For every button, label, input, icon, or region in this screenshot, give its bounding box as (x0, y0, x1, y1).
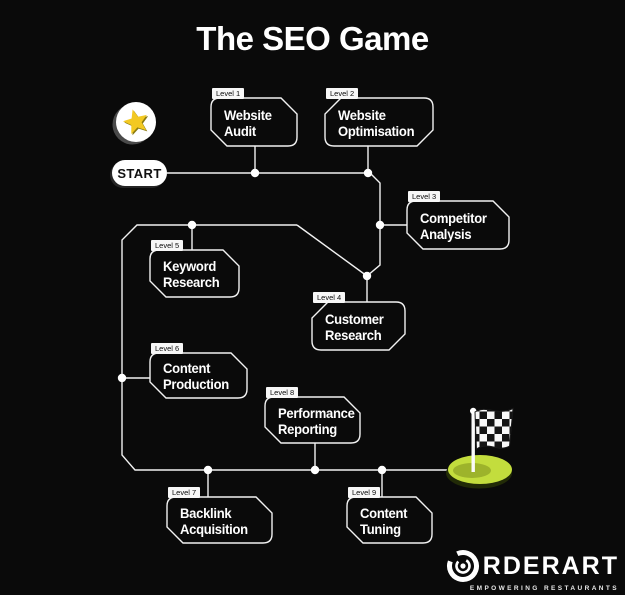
box-website-audit (210, 97, 298, 147)
box-website-optimisation (324, 97, 434, 147)
connector-left-loop (121, 224, 451, 471)
brand-tagline: EMPOWERING RESTAURANTS (469, 585, 619, 592)
level-node-7: Level 7 Backlink Acquisition (167, 487, 272, 543)
level-tab: Level 1 (212, 88, 245, 99)
level-tab: Level 9 (348, 487, 381, 498)
start-pill: START (112, 160, 167, 186)
checkered-flag-icon (446, 407, 514, 489)
orderart-logo: RDERART EMPOWERING RESTAURANTS (443, 549, 619, 592)
level-tab: Level 8 (266, 387, 299, 398)
level-title: Keyword Research (163, 258, 220, 290)
node-dot (310, 465, 320, 475)
level-node-4: Level 4 Customer Research (312, 292, 405, 350)
orderart-wordmark: RDERART (446, 549, 619, 583)
flag-pole (471, 412, 475, 472)
level-title: Customer Research (325, 310, 384, 343)
box-keyword-research (149, 249, 240, 298)
connector-trail (121, 146, 451, 497)
box-customer-research (311, 301, 406, 351)
node-dot (377, 465, 387, 475)
level-node-5: Level 5 Keyword Research (150, 240, 239, 297)
logo-inner-ring (454, 558, 471, 574)
level-node-9: Level 9 Content Tuning (347, 487, 432, 543)
level-tab: Level 7 (168, 487, 201, 498)
box-backlink-acquisition (166, 496, 273, 544)
level-tab: Level 4 (313, 292, 346, 303)
level-node-8: Level 8 Performance Reporting (265, 387, 360, 443)
orderart-target-icon (446, 550, 479, 582)
level-tab: Level 6 (151, 343, 184, 354)
logo-center-dot (460, 563, 466, 569)
star-coin-icon (108, 94, 164, 150)
box-content-production (149, 352, 248, 399)
level-title: Website Audit (224, 106, 272, 139)
level-title: Performance Reporting (278, 404, 355, 437)
page-title: The SEO Game (196, 20, 429, 57)
level-title: Backlink Acquisition (180, 504, 248, 537)
junction-dots (117, 168, 387, 475)
node-dot (363, 168, 373, 178)
flag-cloth-checkers (475, 408, 513, 449)
brand-name: RDERART (482, 552, 619, 580)
level-node-1: Level 1 Website Audit (211, 88, 297, 146)
node-dot (117, 373, 127, 383)
level-node-3: Level 3 Competitor Analysis (407, 191, 509, 249)
box-content-tuning (346, 496, 433, 544)
level-tab: Level 3 (408, 191, 441, 202)
level-tab: Level 2 (326, 88, 359, 99)
level-title: Competitor Analysis (420, 209, 487, 242)
connector-diagonal (296, 224, 368, 277)
node-dot (203, 465, 213, 475)
star-coin-art (112, 102, 156, 145)
node-dot (250, 168, 260, 178)
node-dot (375, 220, 385, 230)
level-tab: Level 5 (151, 240, 184, 251)
star-icon (123, 109, 147, 135)
level-title: Content Tuning (360, 504, 408, 537)
node-dot (362, 271, 372, 281)
level-box-outlines (149, 97, 510, 544)
level-node-2: Level 2 Website Optimisation (325, 88, 433, 146)
level-title: Website Optimisation (338, 106, 415, 139)
level-title: Content Production (163, 360, 229, 392)
logo-outer-ring (446, 550, 479, 582)
level-node-6: Level 6 Content Production (150, 343, 247, 398)
node-dot (187, 220, 197, 230)
box-performance-reporting (264, 396, 361, 444)
box-competitor-analysis (406, 200, 510, 250)
